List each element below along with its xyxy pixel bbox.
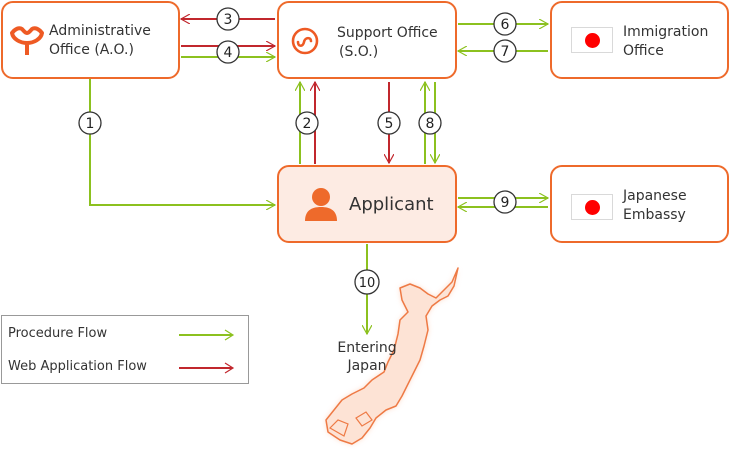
entering-japan-label: Entering Japan bbox=[333, 339, 401, 375]
svg-text:5: 5 bbox=[385, 116, 394, 132]
svg-text:1: 1 bbox=[86, 116, 95, 132]
svg-text:3: 3 bbox=[224, 12, 233, 28]
legend-web-application-flow-label: Web Application Flow bbox=[8, 359, 147, 374]
node-immigration-office: Immigration Office bbox=[550, 1, 729, 79]
admin-office-line2: Office (A.O.) bbox=[49, 42, 134, 58]
legend-procedure-flow-arrow bbox=[179, 329, 235, 341]
applicant-label: Applicant bbox=[349, 194, 434, 215]
svg-text:9: 9 bbox=[501, 195, 510, 211]
svg-text:8: 8 bbox=[426, 116, 435, 132]
node-japanese-embassy: Japanese Embassy bbox=[550, 165, 729, 243]
step-badge-1: 1 bbox=[78, 111, 102, 135]
step-badge-3: 3 bbox=[216, 7, 240, 31]
entering-japan-line1: Entering bbox=[337, 340, 397, 356]
node-support-office: Support Office (S.O.) bbox=[277, 1, 457, 79]
svg-text:4: 4 bbox=[224, 45, 233, 61]
step-badge-4: 4 bbox=[216, 40, 240, 64]
svg-text:2: 2 bbox=[303, 116, 312, 132]
node-administrative-office: Administrative Office (A.O.) bbox=[1, 1, 180, 79]
immigration-office-line2: Office bbox=[623, 43, 664, 59]
step-badge-10: 10 bbox=[354, 269, 380, 295]
japanese-embassy-line1: Japanese bbox=[623, 188, 687, 204]
japanese-embassy-line2: Embassy bbox=[623, 207, 686, 223]
ginkgo-leaf-icon bbox=[10, 26, 44, 55]
legend: Procedure Flow Web Application Flow bbox=[1, 315, 249, 384]
arrow-step-1 bbox=[89, 77, 275, 205]
entering-japan-line2: Japan bbox=[347, 358, 387, 374]
step-badge-8: 8 bbox=[418, 111, 442, 135]
japan-flag-icon bbox=[571, 194, 613, 220]
step-badge-2: 2 bbox=[295, 111, 319, 135]
legend-web-application-flow-arrow bbox=[179, 362, 235, 374]
svg-text:7: 7 bbox=[501, 44, 510, 60]
person-icon bbox=[305, 188, 337, 221]
node-applicant: Applicant bbox=[277, 165, 457, 243]
japan-map-icon bbox=[325, 267, 459, 445]
swirl-circle-icon bbox=[291, 27, 319, 55]
admin-office-line1: Administrative bbox=[49, 23, 151, 39]
step-badge-9: 9 bbox=[493, 190, 517, 214]
immigration-office-line1: Immigration bbox=[623, 24, 709, 40]
support-office-line1: Support Office bbox=[337, 25, 438, 41]
support-office-line2: (S.O.) bbox=[339, 44, 379, 60]
step-badge-7: 7 bbox=[493, 39, 517, 63]
svg-text:6: 6 bbox=[501, 17, 510, 33]
svg-text:10: 10 bbox=[359, 276, 376, 291]
legend-procedure-flow-label: Procedure Flow bbox=[8, 326, 108, 341]
japan-flag-icon bbox=[571, 27, 613, 53]
step-badge-5: 5 bbox=[377, 111, 401, 135]
step-badge-6: 6 bbox=[493, 12, 517, 36]
